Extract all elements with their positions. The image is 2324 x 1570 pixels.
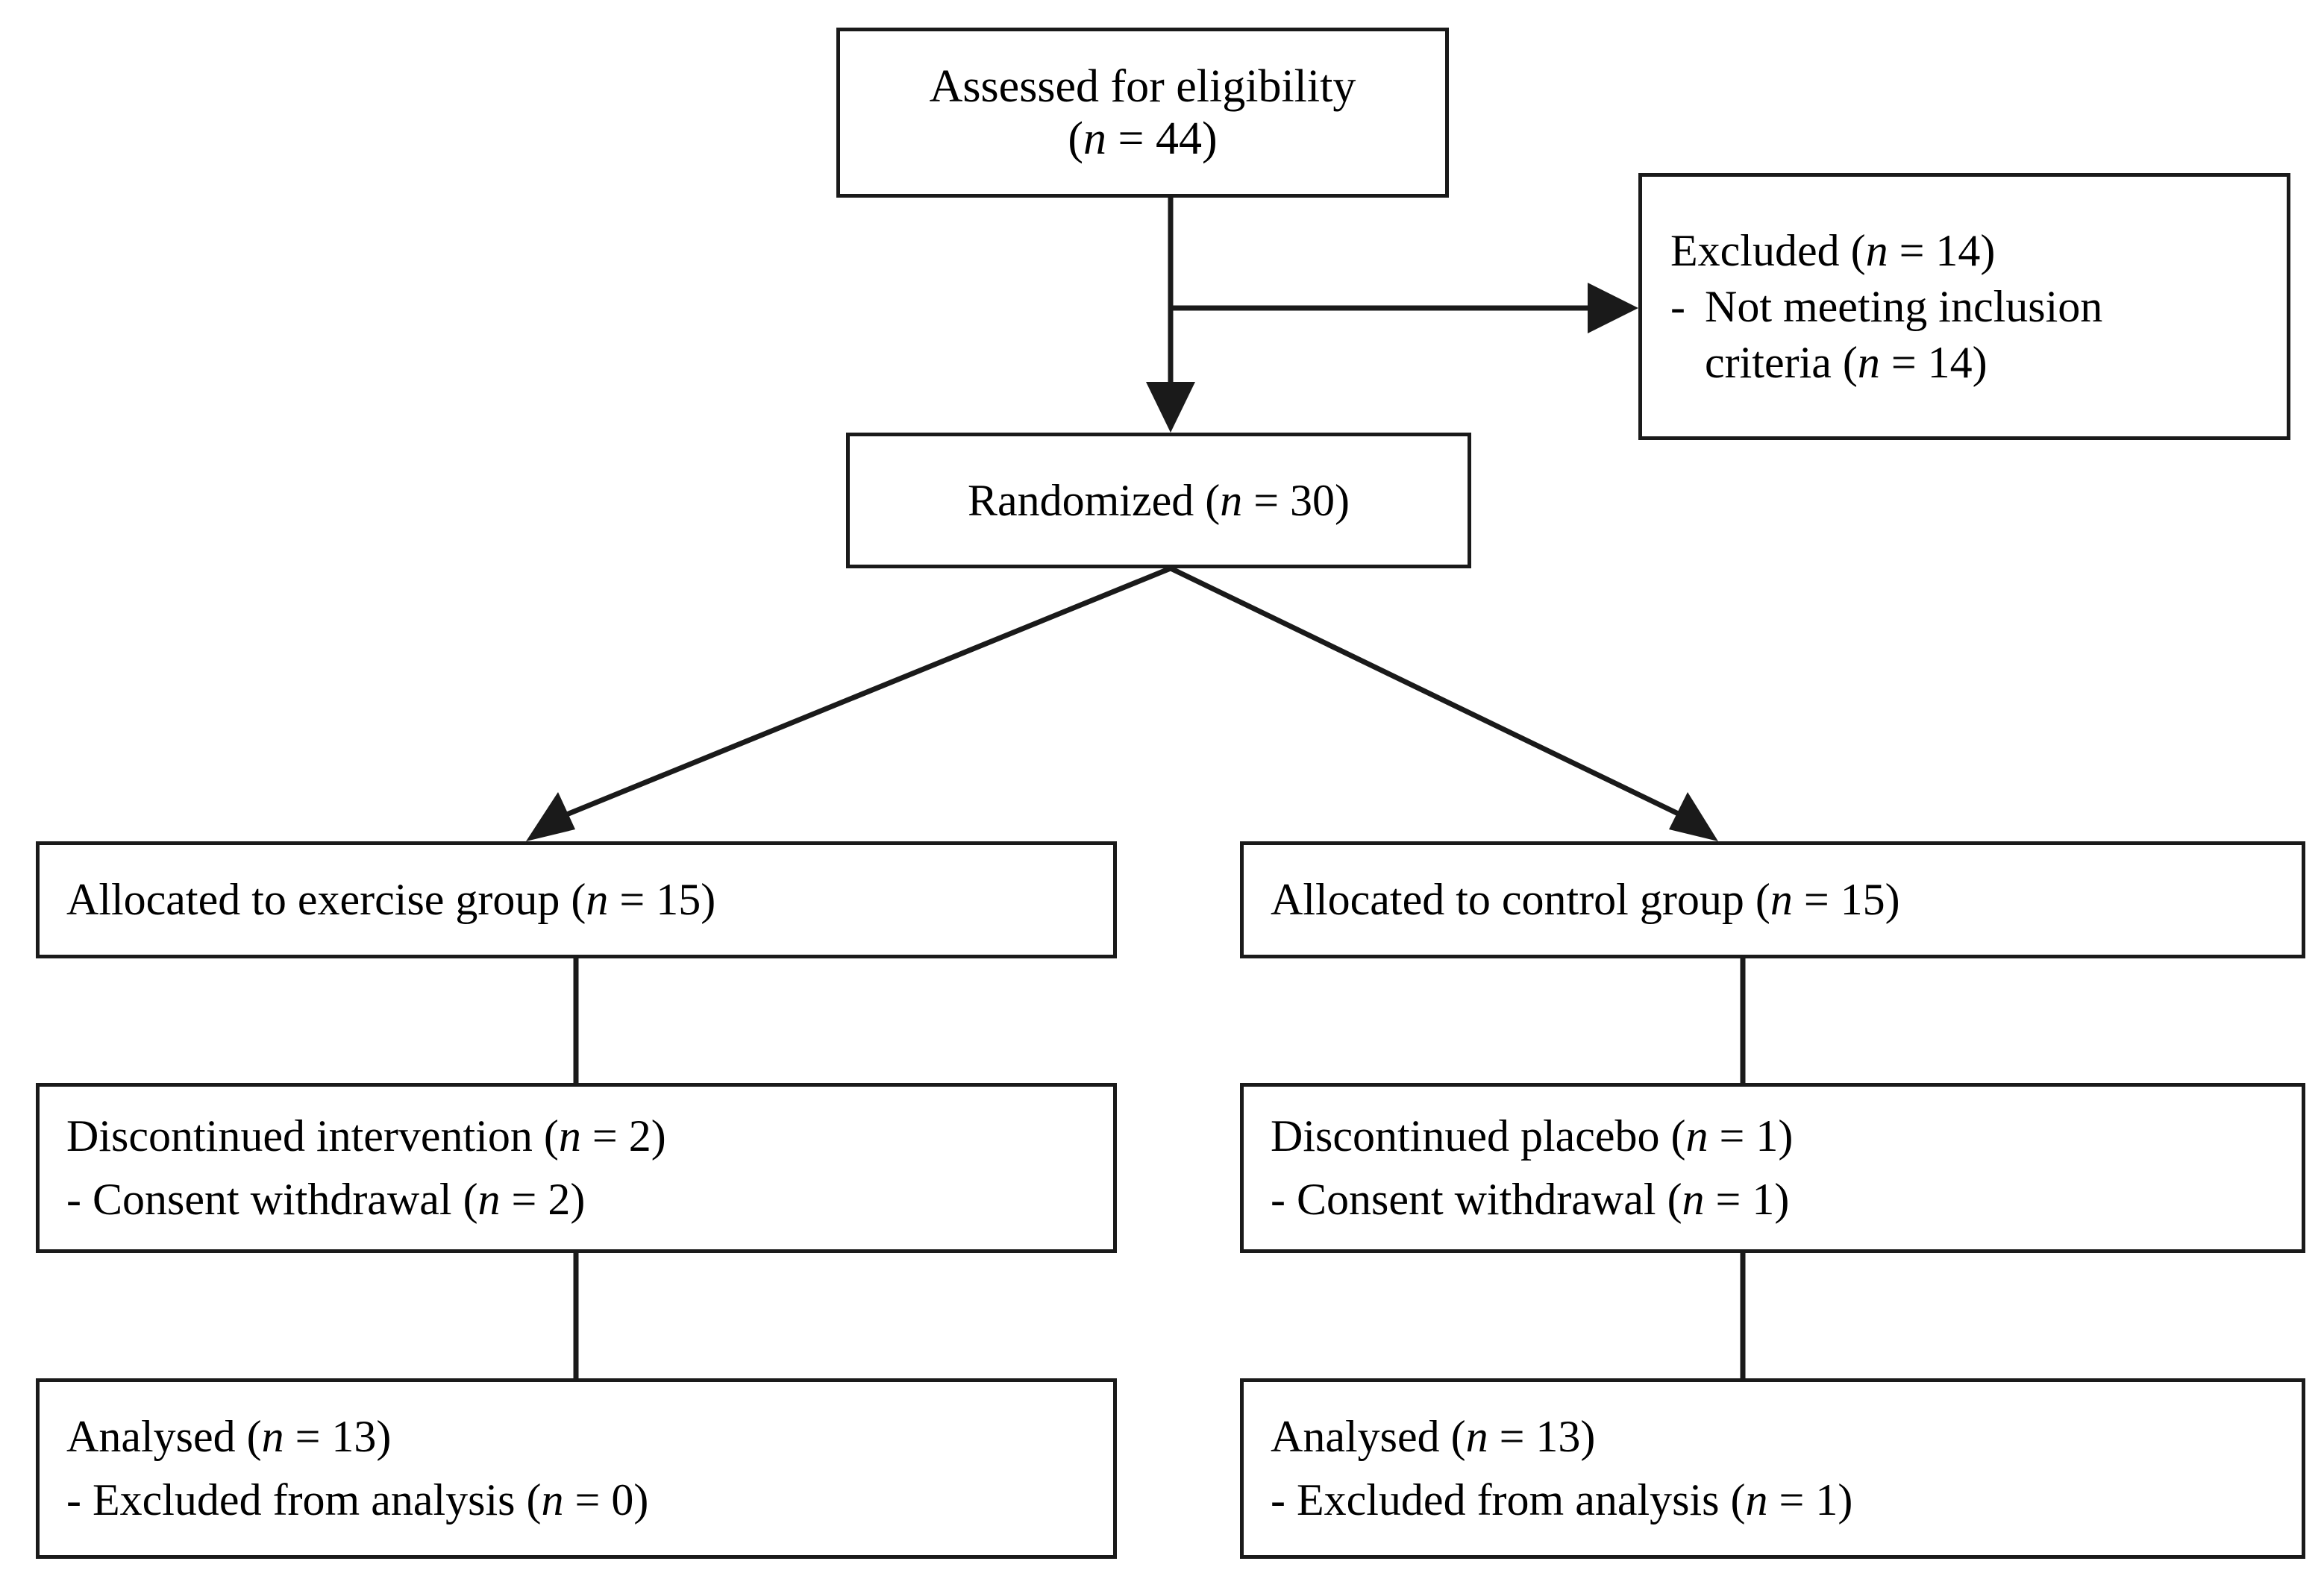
randomized-text: Randomized (	[967, 475, 1221, 525]
disc-control-line2: - Consent withdrawal (n = 1)	[1271, 1168, 1789, 1231]
n-value: = 2)	[580, 1111, 666, 1161]
arrowhead-control-alloc	[1669, 792, 1718, 841]
n-symbol: n	[1220, 475, 1243, 525]
arrowhead-down-randomized	[1146, 382, 1195, 433]
n-value: = 1)	[1708, 1111, 1794, 1161]
excluded-reason-body: Not meeting inclusion criteria (n = 14)	[1705, 279, 2102, 391]
n-symbol: n	[541, 1475, 564, 1525]
n-value: = 15)	[1792, 875, 1900, 924]
assessed-label: Assessed for eligibility	[929, 60, 1356, 112]
n-value: = 30)	[1242, 475, 1350, 525]
analysed-control-excluded: - Excluded from analysis (	[1271, 1475, 1746, 1525]
disc-exercise-line2: - Consent withdrawal (n = 2)	[66, 1168, 585, 1231]
n-symbol: n	[1745, 1475, 1768, 1525]
bullet-dash-icon: -	[1670, 281, 1685, 331]
node-assessed-for-eligibility: Assessed for eligibility (n = 44)	[836, 28, 1449, 198]
excluded-heading-text: Excluded (	[1670, 225, 1866, 275]
n-symbol: n	[1770, 875, 1793, 924]
node-discontinued-intervention: Discontinued intervention (n = 2) - Cons…	[36, 1083, 1117, 1253]
n-value: = 1)	[1704, 1175, 1790, 1224]
analysed-exercise-line2: - Excluded from analysis (n = 0)	[66, 1469, 648, 1532]
paren-open: (	[1068, 113, 1084, 164]
excluded-reason-line1: Not meeting inclusion	[1705, 281, 2103, 331]
n-symbol: n	[477, 1175, 501, 1224]
analysed-exercise-text: Analysed (	[66, 1411, 262, 1461]
disc-exercise-text: Discontinued intervention (	[66, 1111, 559, 1161]
arrowhead-right-excluded	[1588, 283, 1638, 333]
connector-randomized-to-control	[1169, 565, 1694, 823]
n-symbol: n	[1685, 1111, 1708, 1161]
n-symbol: n	[1682, 1175, 1705, 1224]
n-value: = 13)	[284, 1411, 392, 1461]
alloc-control-label: Allocated to control group (n = 15)	[1271, 874, 1900, 926]
n-value: = 15)	[608, 875, 716, 924]
analysed-exercise-line1: Analysed (n = 13)	[66, 1405, 391, 1469]
node-discontinued-placebo: Discontinued placebo (n = 1) - Consent w…	[1240, 1083, 2305, 1253]
disc-exercise-line1: Discontinued intervention (n = 2)	[66, 1105, 666, 1168]
n-symbol: n	[586, 875, 609, 924]
node-allocated-control-group: Allocated to control group (n = 15)	[1240, 841, 2305, 958]
node-analysed-control-group: Analysed (n = 13) - Excluded from analys…	[1240, 1378, 2305, 1559]
n-value: = 14)	[1879, 337, 1988, 387]
n-value: = 13)	[1488, 1411, 1596, 1461]
n-symbol: n	[1083, 113, 1107, 164]
n-value: = 1)	[1767, 1475, 1853, 1525]
n-symbol: n	[1865, 225, 1888, 275]
alloc-exercise-text: Allocated to exercise group (	[66, 875, 586, 924]
alloc-control-text: Allocated to control group (	[1271, 875, 1770, 924]
connector-randomized-to-exercise	[551, 565, 1172, 823]
node-excluded: Excluded (n = 14) - Not meeting inclusio…	[1638, 173, 2290, 440]
excluded-heading: Excluded (n = 14)	[1670, 223, 1995, 279]
disc-control-line1: Discontinued placebo (n = 1)	[1271, 1105, 1793, 1168]
n-value: = 2)	[500, 1175, 586, 1224]
alloc-exercise-label: Allocated to exercise group (n = 15)	[66, 874, 715, 926]
randomized-label: Randomized (n = 30)	[968, 475, 1350, 527]
disc-control-text: Discontinued placebo (	[1271, 1111, 1686, 1161]
n-symbol: n	[1465, 1411, 1488, 1461]
n-symbol: n	[558, 1111, 581, 1161]
assessed-count: (n = 44)	[1068, 113, 1217, 165]
excluded-reason-text: criteria (	[1705, 337, 1858, 387]
n-value: = 44)	[1106, 113, 1218, 164]
analysed-control-text: Analysed (	[1271, 1411, 1466, 1461]
node-allocated-exercise-group: Allocated to exercise group (n = 15)	[36, 841, 1117, 958]
arrowhead-exercise-alloc	[526, 792, 575, 841]
n-symbol: n	[261, 1411, 284, 1461]
n-value: = 0)	[563, 1475, 649, 1525]
excluded-reason-line2: criteria (n = 14)	[1705, 335, 2102, 391]
n-value: = 14)	[1888, 225, 1996, 275]
excluded-reason-item: - Not meeting inclusion criteria (n = 14…	[1670, 279, 2102, 391]
node-randomized: Randomized (n = 30)	[846, 433, 1471, 568]
analysed-exercise-excluded: - Excluded from analysis (	[66, 1475, 542, 1525]
analysed-control-line1: Analysed (n = 13)	[1271, 1405, 1595, 1469]
disc-control-reason: - Consent withdrawal (	[1271, 1175, 1682, 1224]
analysed-control-line2: - Excluded from analysis (n = 1)	[1271, 1469, 1852, 1532]
n-symbol: n	[1857, 337, 1880, 387]
node-analysed-exercise-group: Analysed (n = 13) - Excluded from analys…	[36, 1378, 1117, 1559]
disc-exercise-reason: - Consent withdrawal (	[66, 1175, 478, 1224]
